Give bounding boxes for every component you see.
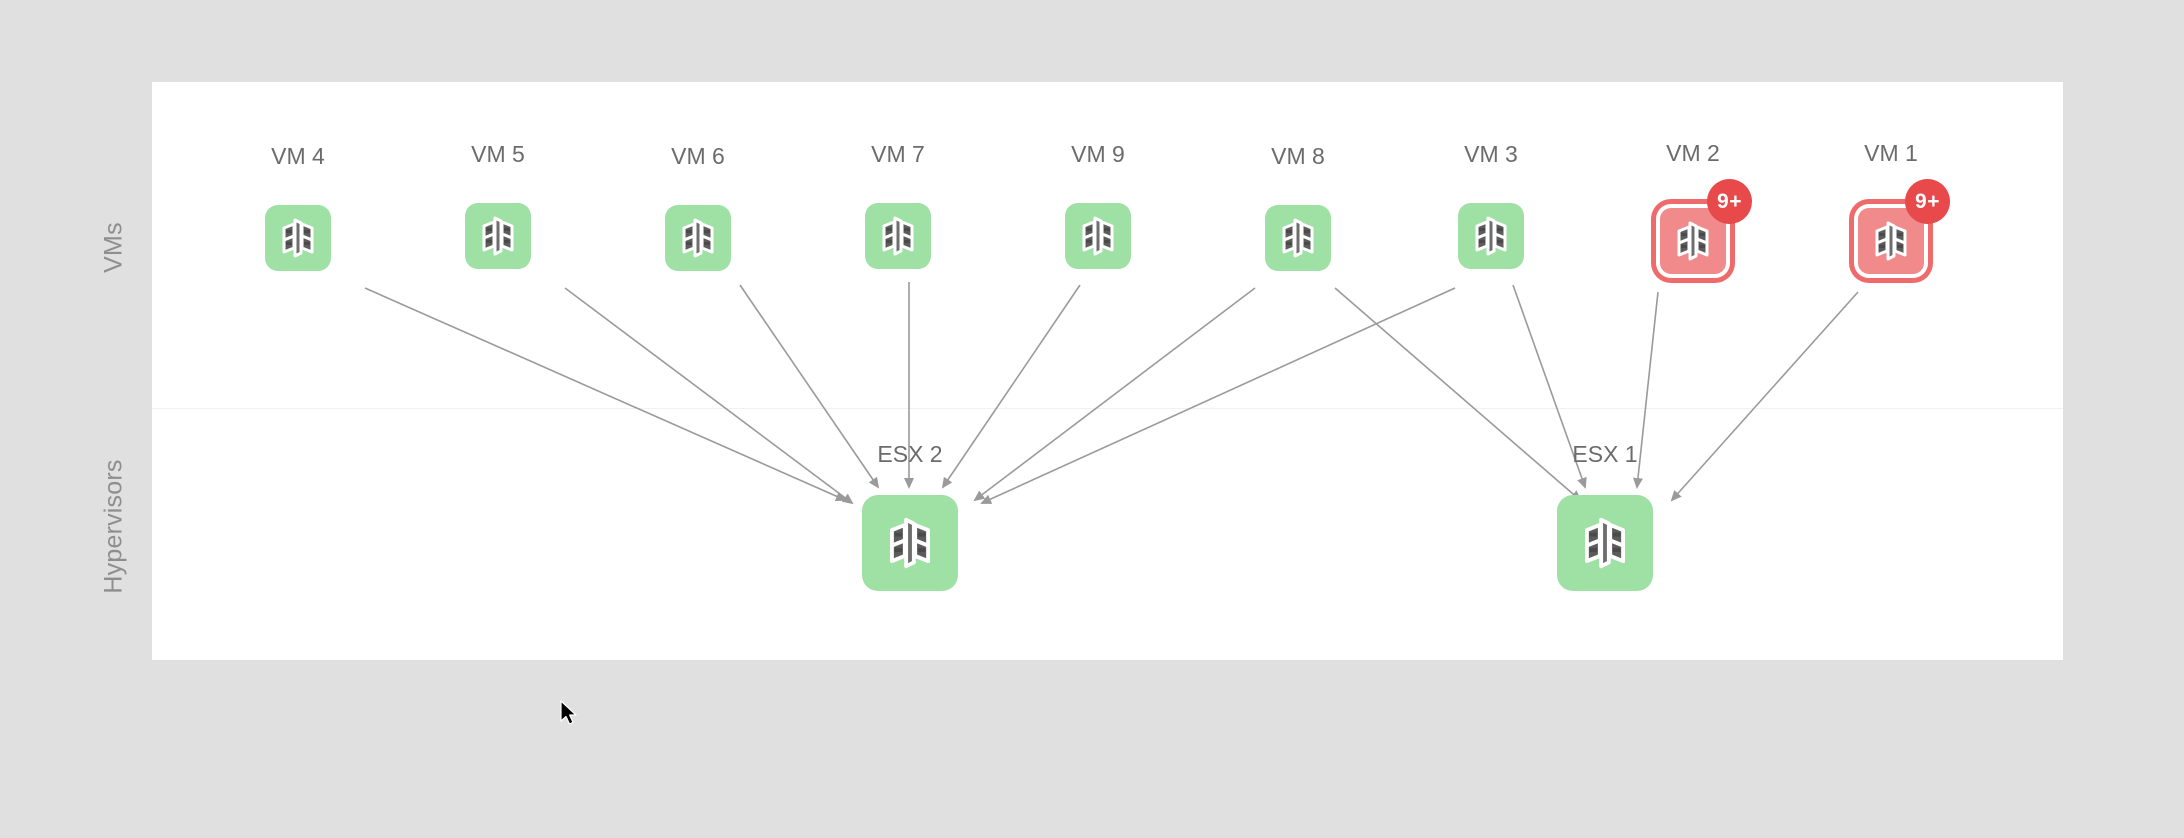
- vm-node-vm5[interactable]: VM 5: [465, 141, 531, 269]
- server-icon: [882, 216, 914, 256]
- vm-node-vm2[interactable]: VM 2 9+: [1660, 140, 1752, 274]
- hypervisor-label: ESX 2: [877, 441, 943, 467]
- hypervisor-tile[interactable]: [862, 495, 958, 591]
- vm-tile[interactable]: [465, 203, 531, 269]
- vm-tile[interactable]: [865, 203, 931, 269]
- vm-label: VM 5: [471, 141, 525, 167]
- hypervisor-tile[interactable]: [1557, 495, 1653, 591]
- server-icon: [1282, 218, 1314, 258]
- vm-label: VM 2: [1666, 140, 1720, 166]
- alert-badge[interactable]: 9+: [1905, 179, 1950, 224]
- vm-tile[interactable]: [1458, 203, 1524, 269]
- vm-label: VM 9: [1071, 141, 1125, 167]
- vm-node-vm3[interactable]: VM 3: [1458, 141, 1524, 269]
- diagram-panel: [152, 82, 2063, 660]
- vm-node-vm4[interactable]: VM 4: [265, 143, 331, 271]
- vm-label: VM 6: [671, 143, 725, 169]
- vm-node-vm8[interactable]: VM 8: [1265, 143, 1331, 271]
- vm-tile[interactable]: [1065, 203, 1131, 269]
- alert-badge[interactable]: 9+: [1707, 179, 1752, 224]
- server-icon: [889, 517, 931, 569]
- server-icon: [682, 218, 714, 258]
- server-icon: [1082, 216, 1114, 256]
- vm-node-vm1[interactable]: VM 1 9+: [1858, 140, 1950, 274]
- server-icon: [282, 218, 314, 258]
- mouse-cursor: [560, 700, 577, 725]
- vm-tile[interactable]: [1265, 205, 1331, 271]
- hypervisor-label: ESX 1: [1572, 441, 1638, 467]
- vm-tile[interactable]: [665, 205, 731, 271]
- server-icon: [1475, 216, 1507, 256]
- vm-label: VM 3: [1464, 141, 1518, 167]
- server-icon: [1584, 517, 1626, 569]
- vm-node-vm9[interactable]: VM 9: [1065, 141, 1131, 269]
- vm-label: VM 4: [271, 143, 325, 169]
- vm-label: VM 1: [1864, 140, 1918, 166]
- lane-label-hypervisors: Hypervisors: [99, 459, 128, 594]
- hypervisor-node-esx2[interactable]: ESX 2: [862, 441, 958, 591]
- server-icon: [482, 216, 514, 256]
- vm-tile[interactable]: [265, 205, 331, 271]
- lane-label-vms: VMs: [99, 222, 128, 273]
- lane-divider: [152, 408, 2063, 409]
- vm-label: VM 7: [871, 141, 925, 167]
- server-icon: [1677, 221, 1709, 261]
- vm-node-vm6[interactable]: VM 6: [665, 143, 731, 271]
- server-icon: [1875, 221, 1907, 261]
- vm-node-vm7[interactable]: VM 7: [865, 141, 931, 269]
- vm-label: VM 8: [1271, 143, 1325, 169]
- hypervisor-node-esx1[interactable]: ESX 1: [1557, 441, 1653, 591]
